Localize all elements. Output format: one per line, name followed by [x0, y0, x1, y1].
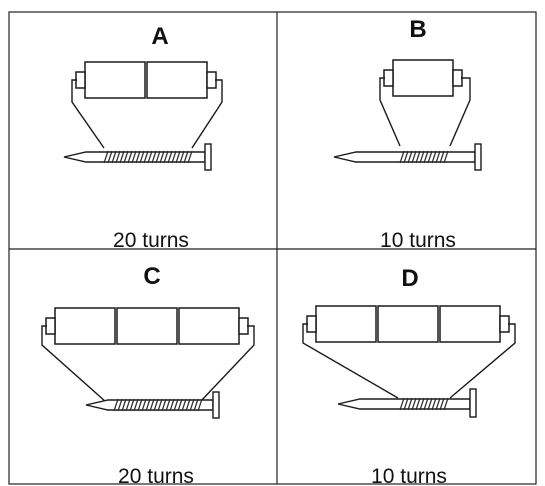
panel-d-wire-right	[449, 323, 516, 399]
panel-a-turns-label: 20 turns	[113, 229, 189, 252]
panel-d-letter: D	[401, 265, 418, 292]
panel-c-battery-pack	[45, 307, 249, 345]
panel-b-terminal-right	[452, 69, 463, 87]
panel-b-battery-pack	[383, 59, 463, 97]
panel-b-coil	[399, 150, 449, 164]
panel-a-nail-head	[204, 143, 212, 171]
panel-c-battery-2	[116, 307, 178, 345]
outer-border	[8, 11, 537, 485]
panel-b-nail-head	[474, 143, 482, 171]
grid-frame	[8, 11, 537, 485]
panel-d-wires	[302, 323, 516, 399]
panel-d-battery-2	[377, 305, 439, 343]
panel-c-turns-label: 20 turns	[118, 465, 194, 486]
panel-d-turns-label: 10 turns	[371, 465, 447, 486]
panel-b: B 10 turns	[333, 16, 482, 252]
panel-d-battery-pack	[306, 305, 510, 343]
panel-c-wire-right	[199, 325, 255, 403]
panel-a-battery-pack	[75, 61, 217, 99]
panel-a-wire-right	[191, 79, 223, 149]
panel-d-nail-body	[337, 398, 471, 410]
panel-b-terminal-left	[383, 69, 394, 87]
panel-d-battery-1	[315, 305, 377, 343]
panel-c-battery-1	[54, 307, 116, 345]
panel-b-nail	[333, 143, 482, 171]
panel-a-wire-left	[71, 79, 105, 149]
panel-c-terminal-left	[45, 317, 56, 335]
panel-d-nail-head	[469, 388, 477, 418]
panel-a-battery-2	[146, 61, 208, 99]
panel-a-coil	[103, 150, 193, 164]
panel-c-wire-left	[41, 325, 107, 403]
panel-d-terminal-right	[499, 315, 510, 333]
panel-c-battery-3	[178, 307, 240, 345]
panel-c-nail-head	[212, 391, 220, 419]
panel-c-letter: C	[143, 263, 160, 290]
panel-d: D 10 turns	[302, 265, 516, 486]
panel-a: A 20 turns	[63, 23, 223, 252]
panel-d-coil	[399, 397, 449, 411]
panel-b-battery-1	[392, 59, 454, 97]
panel-a-battery-1	[84, 61, 146, 99]
panel-d-battery-3	[439, 305, 501, 343]
panel-b-turns-label: 10 turns	[380, 229, 456, 252]
panel-b-wires	[379, 77, 471, 147]
panel-a-wires	[71, 79, 223, 149]
panel-c: C 20 turns	[41, 263, 255, 486]
panel-b-letter: B	[409, 16, 426, 43]
panel-a-letter: A	[151, 23, 168, 50]
panel-c-wires	[41, 325, 255, 403]
panel-a-terminal-left	[75, 71, 86, 89]
panel-a-terminal-right	[206, 71, 217, 89]
panel-d-wire-left	[302, 323, 399, 399]
panel-b-wire-right	[449, 77, 471, 147]
panel-c-coil	[113, 398, 203, 412]
panel-d-terminal-left	[306, 315, 317, 333]
panel-b-wire-left	[379, 77, 401, 147]
panel-c-terminal-right	[238, 317, 249, 335]
